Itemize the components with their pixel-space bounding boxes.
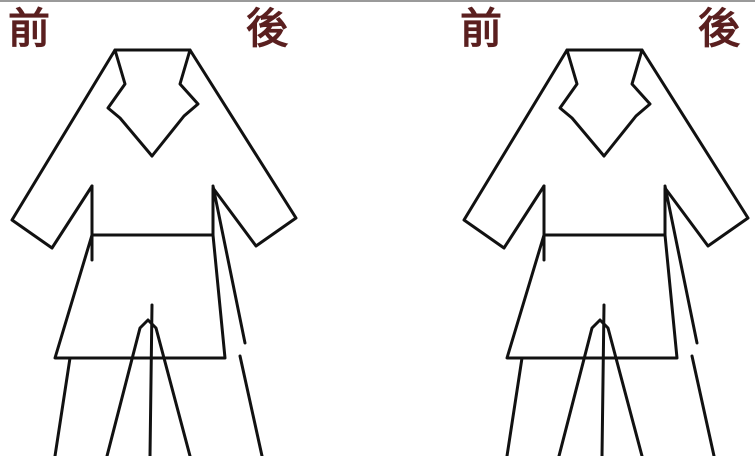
diagram-panel-1: 前 後 [0, 0, 300, 456]
back-label: 後 [246, 4, 289, 53]
suit-jacket-figure-icon [462, 48, 750, 456]
top-border-line [0, 0, 755, 2]
front-label: 前 [460, 4, 503, 53]
back-label: 後 [698, 4, 741, 53]
diagram-panel-2: 前 後 [452, 0, 752, 456]
front-label: 前 [8, 4, 51, 53]
suit-jacket-figure-icon [10, 48, 298, 456]
